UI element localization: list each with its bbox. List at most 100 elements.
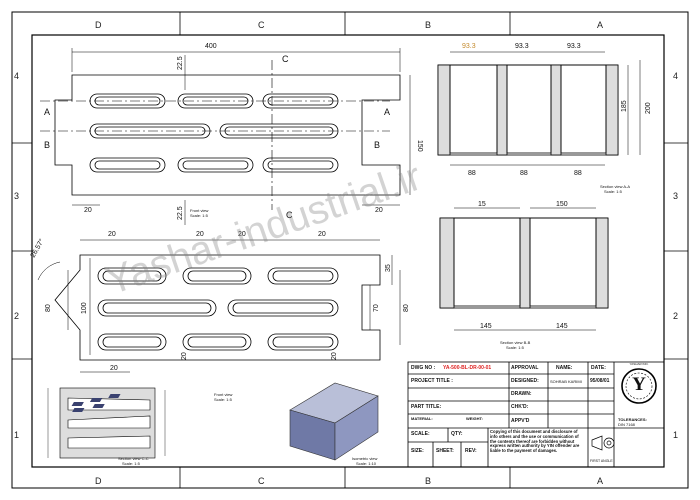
iso-caption: Isometric view bbox=[352, 456, 377, 461]
top-bottom-dim-1: 20 bbox=[181, 352, 188, 360]
zone-top-2: C bbox=[258, 20, 265, 30]
logo-letter: Y bbox=[632, 374, 646, 395]
section-b-left: B bbox=[44, 140, 50, 150]
front-view bbox=[40, 48, 411, 225]
top-view-caption: Front view bbox=[214, 392, 233, 397]
zone-bottom-3: B bbox=[425, 476, 431, 486]
zone-bottom-1: D bbox=[95, 476, 102, 486]
zone-left-2: 3 bbox=[14, 191, 19, 201]
bb-top-dim-1: 15 bbox=[478, 201, 486, 208]
zone-top-1: D bbox=[95, 20, 102, 30]
cc-caption: Section view C-C bbox=[118, 456, 149, 461]
zone-left-1: 4 bbox=[14, 71, 19, 81]
top-right-outer-dim: 80 bbox=[403, 304, 410, 312]
top-dim-4: 20 bbox=[318, 231, 326, 238]
part-title-label: PART TITLE: bbox=[411, 404, 442, 410]
top-view bbox=[37, 239, 401, 373]
isometric-view bbox=[71, 382, 379, 461]
name-label: NAME: bbox=[556, 365, 573, 371]
zone-top-4: A bbox=[597, 20, 603, 30]
date-value: 95/08/01 bbox=[590, 378, 610, 384]
weight-label: WEIGHT: bbox=[466, 416, 483, 421]
front-view-caption: Front view bbox=[190, 208, 209, 213]
drawn-label: DRAWN: bbox=[511, 391, 532, 397]
zone-ticks bbox=[12, 12, 688, 488]
aa-top-dim-3: 93.3 bbox=[567, 43, 581, 50]
front-view-scale: Scale: 1:5 bbox=[190, 213, 209, 218]
zone-bottom-4: A bbox=[597, 476, 603, 486]
zone-right-3: 2 bbox=[673, 311, 678, 321]
date-label: DATE: bbox=[591, 365, 606, 371]
outer-border bbox=[11, 11, 689, 489]
approval-label: APPROVAL bbox=[511, 365, 539, 371]
top-dim-2: 20 bbox=[196, 231, 204, 238]
front-bottom-offset-dim: 22.5 bbox=[177, 206, 184, 220]
top-dim-1: 20 bbox=[108, 231, 116, 238]
copyright-note: Copying of this document and disclosure … bbox=[490, 429, 580, 454]
section-bb-view bbox=[439, 207, 609, 331]
designed-label: DESIGNED: bbox=[511, 378, 539, 384]
cc-scale: Scale: 1:5 bbox=[122, 461, 141, 466]
top-right-mid-dim: 70 bbox=[373, 304, 380, 312]
sheet-label: SHEET: bbox=[436, 448, 454, 454]
section-a-left: A bbox=[44, 107, 50, 117]
section-cc-view bbox=[47, 387, 166, 459]
bb-caption: Section view B-B bbox=[500, 340, 531, 345]
top-view-scale: Scale: 1:5 bbox=[214, 397, 233, 402]
top-height-inner-dim: 100 bbox=[81, 302, 88, 314]
top-height-left-dim: 80 bbox=[45, 304, 52, 312]
top-bottom-dim-2: 20 bbox=[331, 352, 338, 360]
chkd-label: CHK'D: bbox=[511, 404, 529, 410]
qty-label: QTY: bbox=[451, 431, 463, 437]
aa-top-dim-1: 93.3 bbox=[462, 43, 476, 50]
project-title-label: PROJECT TITLE : bbox=[411, 378, 453, 384]
iso-scale: Scale: 1:10 bbox=[356, 461, 377, 466]
top-angle-dim: 26.57° bbox=[29, 237, 46, 259]
dwg-no-label: DWG NO : bbox=[411, 365, 436, 371]
designer-name: SOHRAB KARIMI bbox=[550, 379, 582, 384]
zone-right-1: 4 bbox=[673, 71, 678, 81]
bb-top-dim-2: 150 bbox=[556, 201, 568, 208]
bb-scale: Scale: 1:5 bbox=[506, 345, 525, 350]
rev-label: REV: bbox=[465, 448, 477, 454]
top-side-dim: 20 bbox=[110, 365, 118, 372]
projection-caption: FIRST ANGLE bbox=[590, 459, 613, 463]
section-c-top: C bbox=[282, 54, 289, 64]
front-top-offset-dim: 22.5 bbox=[177, 56, 184, 70]
zone-left-4: 1 bbox=[14, 430, 19, 440]
projection-symbol-icon bbox=[591, 435, 615, 451]
company-logo bbox=[621, 368, 657, 404]
top-right-top-dim: 35 bbox=[385, 264, 392, 272]
dwg-no-value: YA-500-BL-DR-00-01 bbox=[443, 365, 492, 371]
tolerance-standard: DIN 7168 bbox=[618, 422, 635, 427]
aa-scale: Scale: 1:5 bbox=[604, 189, 623, 194]
scale-label: SCALE: bbox=[411, 431, 430, 437]
tolerances-label: TOLERANCES: bbox=[618, 417, 647, 422]
section-aa-view bbox=[437, 51, 641, 166]
aa-inner-height-dim: 185 bbox=[621, 100, 628, 112]
zone-bottom-2: C bbox=[258, 476, 265, 486]
zone-right-4: 1 bbox=[673, 430, 678, 440]
front-edge-left-dim: 20 bbox=[84, 207, 92, 214]
front-width-dim: 400 bbox=[205, 43, 217, 50]
zone-top-3: B bbox=[425, 20, 431, 30]
zone-left-3: 2 bbox=[14, 311, 19, 321]
size-label: SIZE: bbox=[411, 448, 424, 454]
bb-bottom-dim-1: 145 bbox=[480, 323, 492, 330]
appvd-label: APPV'D bbox=[511, 418, 530, 424]
section-a-right: A bbox=[384, 107, 390, 117]
aa-bottom-dim-1: 88 bbox=[468, 170, 476, 177]
aa-top-dim-2: 93.3 bbox=[515, 43, 529, 50]
bb-bottom-dim-2: 145 bbox=[556, 323, 568, 330]
aa-bottom-dim-3: 88 bbox=[574, 170, 582, 177]
material-label: MATERIAL: bbox=[411, 416, 433, 421]
top-dim-3: 20 bbox=[238, 231, 246, 238]
zone-right-2: 3 bbox=[673, 191, 678, 201]
front-edge-right-dim: 20 bbox=[375, 207, 383, 214]
front-side-height-dim: 150 bbox=[416, 140, 423, 152]
aa-outer-height-dim: 200 bbox=[645, 102, 652, 114]
section-c-bottom: C bbox=[286, 210, 293, 220]
title-block bbox=[407, 361, 665, 468]
aa-caption: Section view A-A bbox=[600, 184, 630, 189]
